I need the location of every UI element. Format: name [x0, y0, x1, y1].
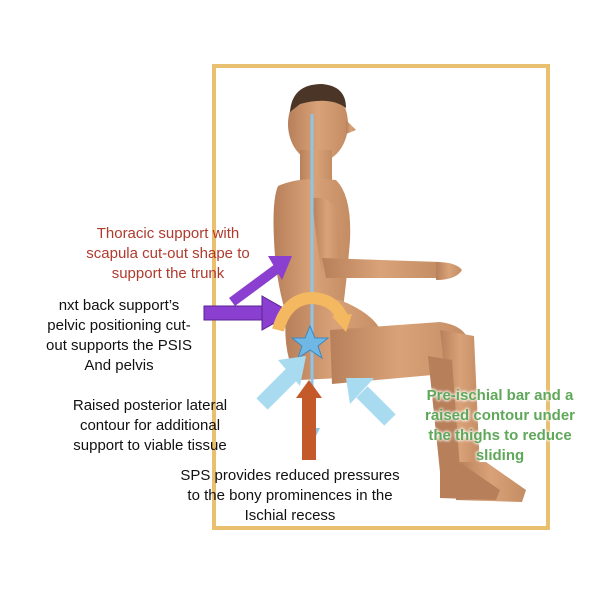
- pelvic-line-4: And pelvis: [84, 357, 154, 374]
- preischial-line-2: raised contour under: [424, 407, 576, 424]
- back-foot: [440, 464, 500, 500]
- lateral-support-label: Raised posterior lateral contour for add…: [28, 396, 272, 456]
- thoracic-support-arrow: [229, 256, 292, 307]
- nose: [346, 120, 356, 134]
- lateral-line-1: Raised posterior lateral: [72, 397, 228, 414]
- pelvic-line-2: pelvic positioning cut-: [47, 317, 191, 334]
- pelvic-support-arrow: [203, 295, 294, 331]
- upper-arm: [312, 197, 342, 274]
- preischial-line-1: Pre-ischial bar and a: [426, 387, 574, 404]
- preischial-bar-label: Pre-ischial bar and a raised contour und…: [400, 386, 600, 466]
- figure-frame: [212, 64, 550, 530]
- thoracic-line-1: Thoracic support with: [96, 225, 240, 242]
- preischial-line-4: sliding: [475, 447, 525, 464]
- sps-line-1: SPS provides reduced pressures: [180, 467, 400, 484]
- preischial-support-arrow: [346, 378, 396, 426]
- pelvic-line-3: out supports the PSIS: [46, 337, 192, 354]
- forearm: [322, 258, 440, 278]
- sps-pressure-arrow: [296, 380, 322, 460]
- sps-label: SPS provides reduced pressures to the bo…: [140, 466, 440, 526]
- thoracic-support-label: Thoracic support with scapula cut-out sh…: [48, 224, 288, 284]
- thoracic-line-3: support the trunk: [111, 265, 225, 282]
- back-lower-leg: [428, 356, 460, 472]
- thoracic-line-2: scapula cut-out shape to: [86, 245, 250, 262]
- lateral-support-arrow-left: [256, 356, 306, 410]
- star-icon: [290, 324, 330, 360]
- head: [288, 86, 348, 162]
- lateral-line-3: support to viable tissue: [73, 437, 227, 454]
- curved-arrow-icon: [272, 291, 352, 332]
- hair: [290, 84, 346, 112]
- pelvic-line-1: nxt back support’s: [58, 297, 180, 314]
- preischial-line-3: the thighs to reduce: [428, 427, 572, 444]
- sps-line-2: to the bony prominences in the: [187, 487, 393, 504]
- sps-line-3: Ischial recess: [244, 507, 336, 524]
- pelvic-support-label: nxt back support’s pelvic positioning cu…: [0, 296, 238, 376]
- hand: [436, 262, 462, 280]
- lateral-line-2: contour for additional: [79, 417, 221, 434]
